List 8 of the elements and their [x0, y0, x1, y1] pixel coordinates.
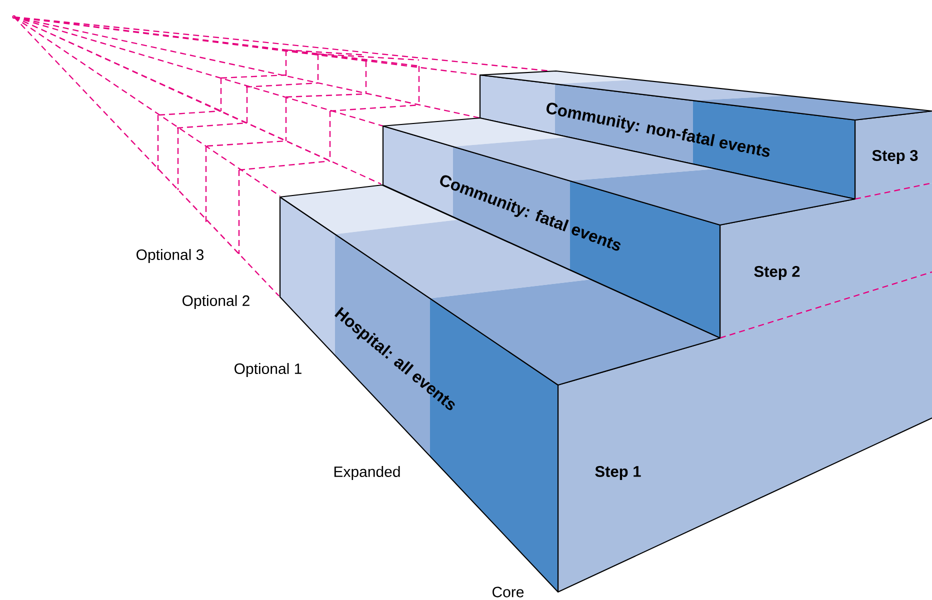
step-label: Step 1 — [595, 466, 641, 480]
level-label: Expanded — [334, 466, 400, 480]
level-label: Optional 3 — [136, 249, 204, 263]
level-label: Optional 2 — [182, 295, 250, 309]
step-label: Step 2 — [754, 266, 800, 280]
level-label: Optional 1 — [234, 363, 302, 377]
step-label: Step 3 — [872, 150, 918, 164]
level-label: Core — [492, 586, 524, 598]
